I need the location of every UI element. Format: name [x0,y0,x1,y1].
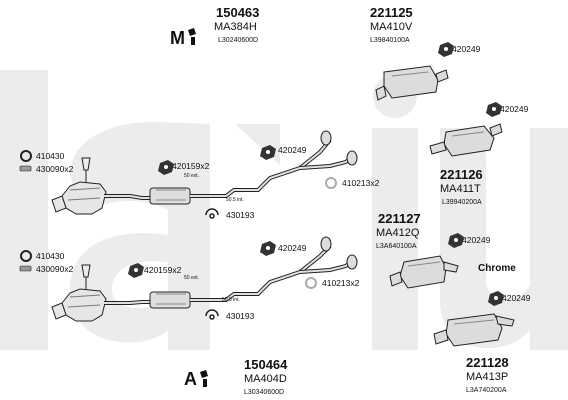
sensor-probe-bottom [81,264,91,289]
flange-top [320,130,358,166]
part-code: 410213x2 [342,178,380,188]
rubber-hanger-icon [438,42,454,57]
rubber-hanger-icon [486,102,502,117]
part-code: 420249 [278,243,307,253]
dimension-note: 50 ext. [184,173,200,179]
part-code: 420249 [278,145,307,155]
kit-number: 150463 [216,5,260,20]
gasket-icon [19,165,32,172]
part-code: 430193 [226,210,255,220]
kit-number: 221127 [378,211,421,226]
kit-model: MA384H [214,21,257,33]
kit-model: MA411T [440,183,481,195]
part-code: 430090x2 [36,264,74,274]
kit-number: 150464 [244,357,288,372]
gasket-icon [19,265,32,272]
rubber-hanger-icon [448,233,464,248]
dimension-note: 50 ext. [184,275,200,281]
rear-silencer-221127 [389,255,459,289]
ring-icon [325,177,337,189]
kit-number: 221125 [370,5,413,20]
ring-icon [20,250,32,262]
catalytic-converter-top [51,181,107,215]
part-code: 430090x2 [36,164,74,174]
part-code: 420159x2 [144,265,182,275]
clamp-icon [205,309,219,320]
kit-model: MA404D [244,373,287,385]
sensor-probe-top [81,157,91,182]
finish-label: Chrome [478,263,516,274]
clamp-icon [205,208,219,219]
catalytic-converter-bottom [51,288,107,322]
part-code: 410430 [36,251,65,261]
front-silencer-bottom [149,291,191,309]
kit-model: MA413P [466,371,509,383]
kit-model: MA410V [370,21,413,33]
kit-ref: L30340600D [244,389,285,396]
kit-ref: L30240600D [218,37,259,44]
svg-text:A: A [184,369,197,389]
part-code: 410213x2 [322,278,360,288]
kit-ref: L39840100A [370,37,410,44]
part-code: 420249 [502,293,531,303]
part-code: 420249 [452,44,481,54]
mounting-kit-icon: M [170,28,196,48]
rubber-hanger-icon [260,241,276,256]
kit-ref: L3A640100A [376,243,417,250]
rear-silencer-221128 [433,313,515,347]
rubber-hanger-icon [488,291,504,306]
rear-silencer-221125 [375,65,449,101]
rubber-hanger-icon [128,263,144,278]
kit-model: MA412Q [376,227,420,239]
part-code: 410430 [36,151,65,161]
part-code: 420159x2 [172,161,210,171]
part-code: 430193 [226,311,255,321]
ring-icon [305,277,317,289]
ring-icon [20,150,32,162]
kit-number: 221126 [440,167,483,182]
kit-ref: L39940200A [442,199,482,206]
dimension-note: 50.5 int. [222,297,240,303]
front-silencer-top [149,187,191,205]
part-code: 420249 [500,104,529,114]
kit-number: 221128 [466,355,509,370]
rubber-hanger-icon [260,145,276,160]
dimension-note: 50.5 int. [226,197,244,203]
flange-bottom [320,236,358,270]
rubber-hanger-icon [158,160,174,175]
kit-ref: L3A740200A [466,387,507,394]
svg-text:M: M [170,28,185,48]
accessory-kit-icon: A [184,369,208,389]
rear-silencer-221126 [429,123,503,157]
part-code: 420249 [462,235,491,245]
